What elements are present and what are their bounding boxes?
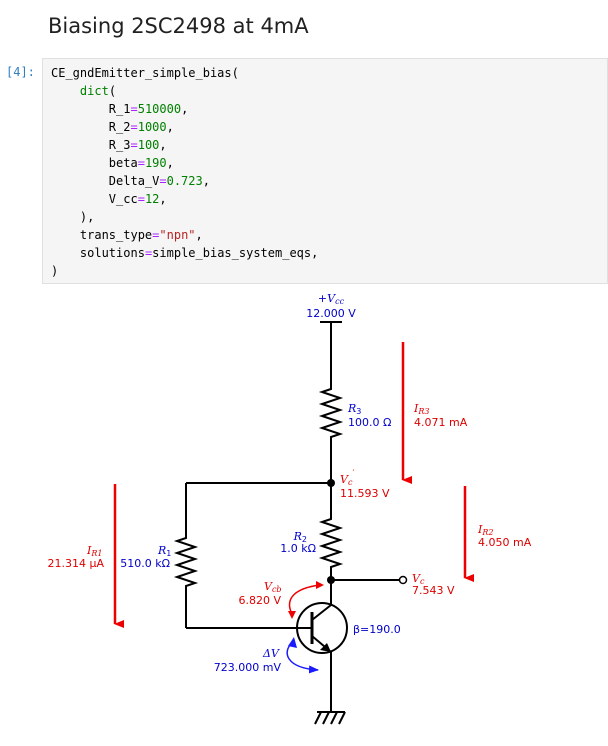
ir1-label: IR1 xyxy=(86,544,102,558)
param-value: "npn" xyxy=(159,228,196,242)
param-name: beta xyxy=(108,156,138,170)
param-name: trans_type xyxy=(79,228,153,242)
r2-value: 1.0 kΩ xyxy=(280,542,316,555)
vc-value: 7.543 V xyxy=(412,584,455,597)
vc-label: Vc xyxy=(412,572,425,586)
r3-label: R3 xyxy=(347,402,361,416)
r3-value: 100.0 Ω xyxy=(348,416,391,429)
npn-transistor xyxy=(296,602,348,654)
param-value: 510000 xyxy=(137,102,182,116)
dv-arrow xyxy=(286,642,319,674)
r3-resistor xyxy=(318,386,344,440)
r1-label: R1 xyxy=(157,544,171,558)
vc-prime-value: 11.593 V xyxy=(340,487,390,500)
ir3-label: IR3 xyxy=(413,402,429,416)
dv-label: ΔV xyxy=(262,647,280,660)
param-value: 1000 xyxy=(137,120,167,134)
param-value: 100 xyxy=(137,138,160,152)
emitter-arrow-icon xyxy=(320,643,331,652)
r2-resistor xyxy=(318,516,344,570)
ir2-value: 4.050 mA xyxy=(478,536,532,549)
ir1-value: 21.314 μA xyxy=(47,557,104,570)
code-dict: dict xyxy=(79,84,109,98)
vcb-value: 6.820 V xyxy=(238,594,281,607)
vc-terminal xyxy=(398,575,408,585)
junction-dot xyxy=(327,479,335,487)
param-name: Delta_V xyxy=(108,174,160,188)
param-value: 12 xyxy=(144,192,160,206)
wires xyxy=(173,321,400,725)
vcc-value: 12.000 V xyxy=(306,307,356,320)
param-name: R_3 xyxy=(108,138,131,152)
cell-prompt: [4]: xyxy=(6,65,35,79)
param-name: solutions xyxy=(79,246,145,260)
vc-prime-label: Vc′ xyxy=(340,469,354,487)
r1-value: 510.0 kΩ xyxy=(120,557,170,570)
ir3-value: 4.071 mA xyxy=(414,416,468,429)
junction-dot xyxy=(327,576,335,584)
vcb-label: Vcb xyxy=(264,580,282,594)
param-name: R_2 xyxy=(108,120,131,134)
param-name: V_cc xyxy=(108,192,138,206)
code-func: CE_gndEmitter_simple_bias( xyxy=(51,66,239,80)
vcb-arrow xyxy=(288,584,321,615)
param-name: R_1 xyxy=(108,102,131,116)
ir2-label: IR2 xyxy=(477,523,493,537)
dv-value: 723.000 mV xyxy=(214,661,282,674)
code-editor[interactable]: CE_gndEmitter_simple_bias( dict( R_1=510… xyxy=(51,66,319,278)
section-heading: Biasing 2SC2498 at 4mA xyxy=(48,14,309,38)
param-value: 0.723 xyxy=(166,174,203,188)
beta-label: β=190.0 xyxy=(353,623,401,636)
r1-resistor xyxy=(173,535,199,589)
param-value: 190 xyxy=(144,156,167,170)
code-cell[interactable]: CE_gndEmitter_simple_bias( dict( R_1=510… xyxy=(42,58,608,284)
vcc-label: +Vcc xyxy=(318,292,345,306)
r2-label: R2 xyxy=(293,530,307,544)
param-value: simple_bias_system_eqs xyxy=(152,246,312,260)
